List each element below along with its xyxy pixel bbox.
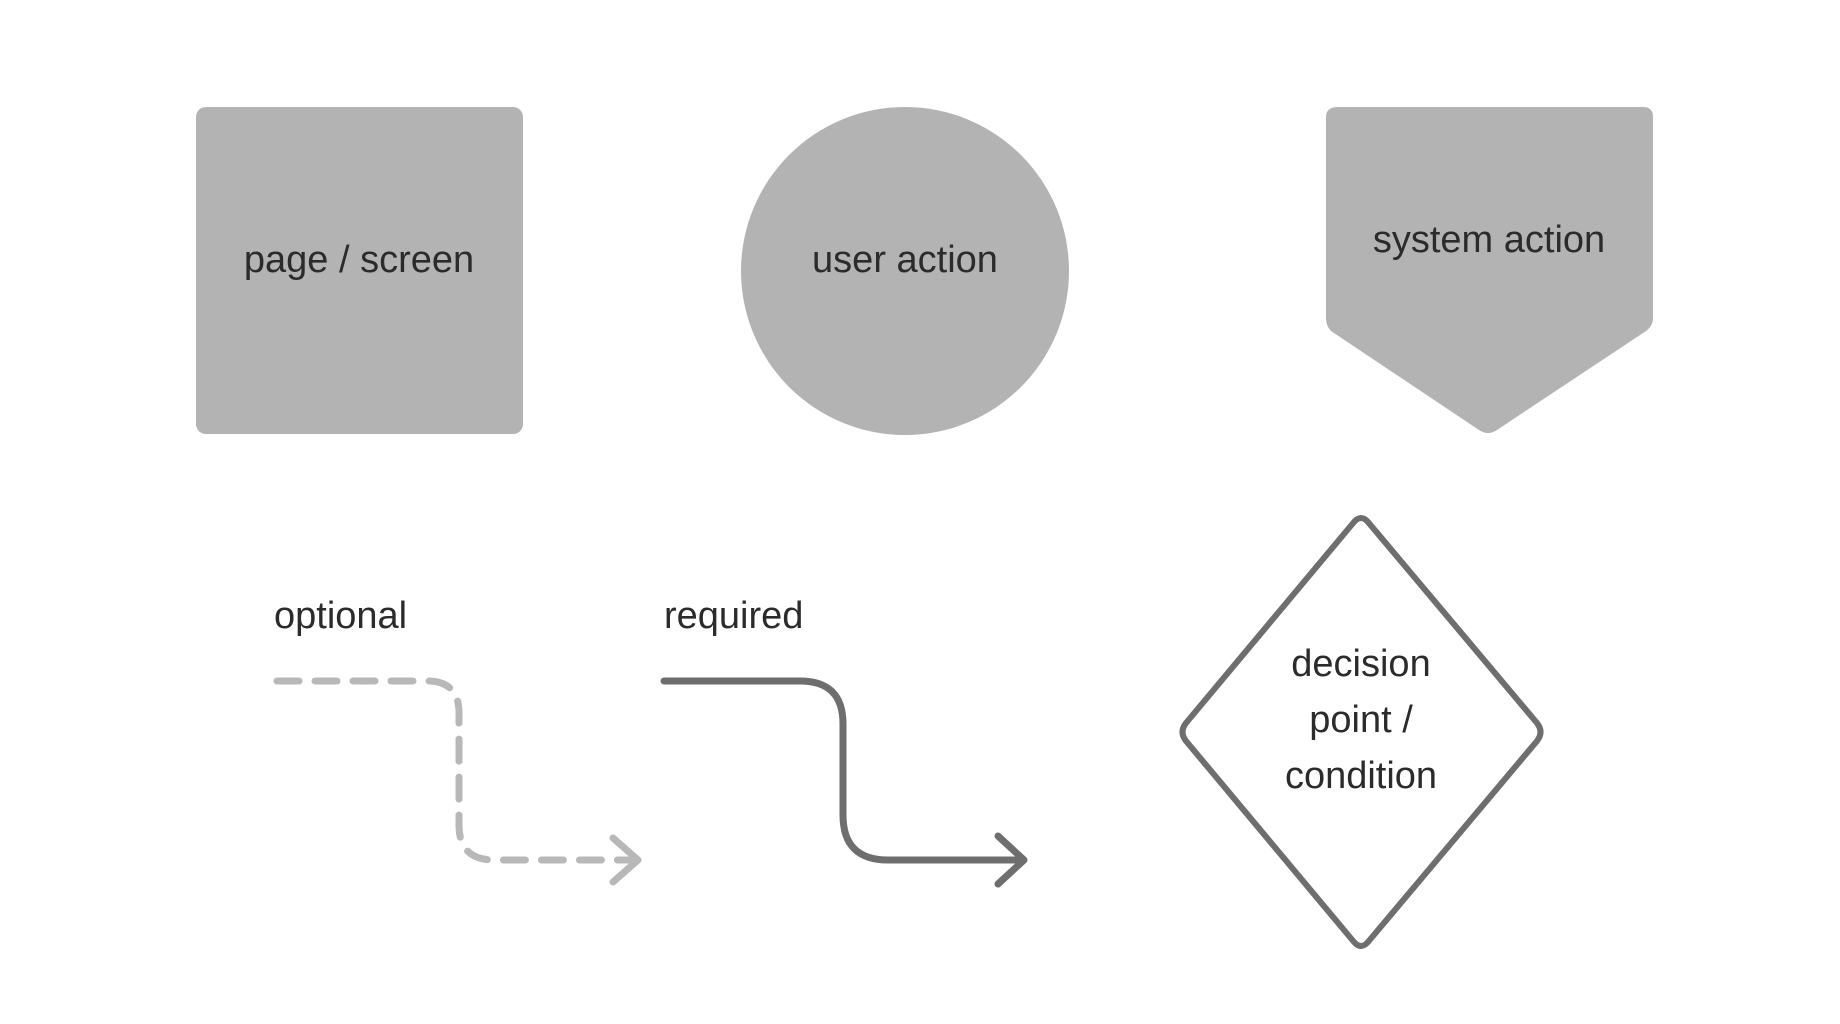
decision-label-line-2: point /: [1309, 699, 1413, 741]
page-screen-symbol: page / screen: [196, 107, 523, 434]
system-action-symbol: system action: [1326, 107, 1653, 433]
required-connector-label: required: [664, 595, 803, 637]
optional-connector-label: optional: [274, 595, 407, 637]
required-connector-sample: required: [660, 595, 1028, 888]
user-action-label: user action: [812, 239, 998, 281]
decision-symbol: decision point / condition: [1179, 515, 1544, 949]
user-action-symbol: user action: [741, 107, 1069, 435]
user-action-shape: [741, 107, 1069, 435]
system-action-shape: [1326, 107, 1653, 433]
optional-connector-sample: optional: [273, 595, 642, 886]
page-screen-shape: [196, 107, 523, 434]
required-connector-line: [660, 677, 1026, 864]
page-screen-label: page / screen: [244, 239, 474, 281]
required-connector-arrowhead: [994, 832, 1028, 888]
optional-connector-arrowhead: [609, 834, 642, 886]
system-action-label: system action: [1373, 219, 1605, 261]
decision-label-line-3: condition: [1285, 755, 1437, 797]
decision-label-line-1: decision: [1291, 643, 1430, 685]
decision-shape: [1179, 515, 1544, 949]
optional-connector-line: [273, 677, 638, 864]
